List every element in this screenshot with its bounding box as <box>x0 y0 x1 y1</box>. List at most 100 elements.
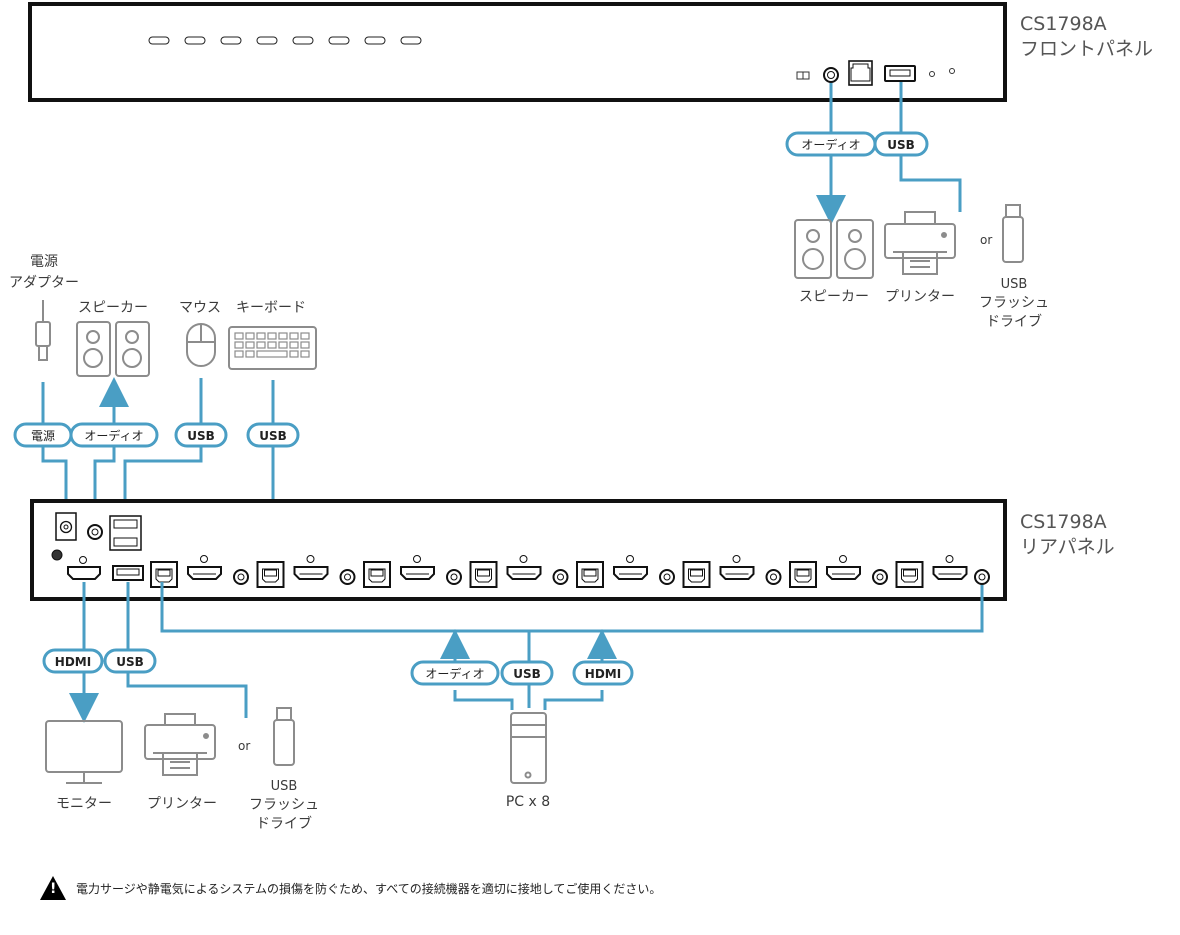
front-cable-labels: オーディオ USB <box>785 131 929 157</box>
hdmi-port <box>506 566 542 580</box>
hdmi-port <box>400 566 435 580</box>
power-jack <box>55 512 77 541</box>
mouse-icon <box>186 323 216 367</box>
monitor-icon <box>45 720 123 784</box>
port-selector-button[interactable] <box>400 36 422 45</box>
front-printer-icon <box>884 211 956 275</box>
mouse-usb-cable <box>123 378 203 512</box>
front-panel-chassis <box>28 2 1007 102</box>
pill-keyboard-usb-text: USB <box>259 429 287 443</box>
rear-cables <box>69 582 984 723</box>
front-flash-drive-icon <box>1002 204 1024 263</box>
rear-panel-chassis <box>30 499 1007 601</box>
usb-b-port <box>576 561 604 588</box>
usb-b-port <box>895 561 924 588</box>
audio-jack <box>659 569 675 585</box>
port-selector-button[interactable] <box>364 36 386 45</box>
usb-b-port <box>150 561 178 588</box>
front-printer-label: プリンター <box>885 289 955 305</box>
pc-port-group <box>789 555 888 588</box>
console-speaker-label: スピーカー <box>78 300 148 316</box>
front-flash-label-3: ドライブ <box>986 313 1042 330</box>
rear-or-label: or <box>238 739 250 753</box>
rear-flash-label-3: ドライブ <box>256 815 312 832</box>
console-usb-ports <box>109 515 142 551</box>
console-audio-jack <box>87 524 103 540</box>
front-speakers-icon <box>794 219 874 279</box>
pc-port-group <box>256 555 356 588</box>
rear-flash-drive-icon <box>273 707 295 766</box>
usb-b-port <box>363 561 391 588</box>
pc-port-group <box>150 555 249 588</box>
usb-b-port <box>256 561 285 588</box>
front-or-label: or <box>980 233 992 247</box>
audio-cable <box>93 450 116 505</box>
console-cable-labels: 電源 オーディオ USB USB <box>13 422 300 448</box>
rear-panel-label: リアパネル <box>1020 536 1115 558</box>
hdmi-port <box>187 566 222 580</box>
hdmi-screw <box>200 555 208 563</box>
rear-printer-label: プリンター <box>147 796 217 812</box>
rear-printer-icon <box>144 713 216 776</box>
rear-cable-labels: HDMI USB オーディオ USB HDMI <box>42 648 634 686</box>
rear-model-label: CS1798A <box>1020 511 1107 533</box>
hdmi-port <box>719 566 755 580</box>
port-selector-button[interactable] <box>148 36 170 45</box>
monitor-label: モニター <box>56 796 112 812</box>
audio-jack <box>233 569 249 585</box>
front-led <box>949 68 955 74</box>
pill-mouse-usb-text: USB <box>187 429 215 443</box>
keyboard-icon <box>228 326 317 370</box>
hdmi-port <box>293 566 329 580</box>
hdmi-screw <box>519 555 528 563</box>
pc-port-group <box>576 555 675 588</box>
pill-audio-text: オーディオ <box>84 428 143 443</box>
usb-b-port <box>789 561 817 588</box>
rear-flash-label-1: USB <box>271 779 298 794</box>
port-selector-button[interactable] <box>256 36 278 45</box>
front-speaker-label: スピーカー <box>799 289 869 305</box>
audio-jack <box>872 569 888 585</box>
port-selector-buttons <box>148 36 422 45</box>
hdmi-screw <box>626 555 634 563</box>
console-speakers-icon <box>76 321 150 377</box>
front-rj11-port <box>848 60 873 86</box>
front-flash-label-1: USB <box>1001 277 1028 292</box>
port-selector-button[interactable] <box>184 36 206 45</box>
pill-pc-usb-text: USB <box>513 667 541 681</box>
pill-pc-audio-text: オーディオ <box>425 666 484 681</box>
pc-label: PC x 8 <box>506 794 550 810</box>
usb-b-port <box>469 561 498 588</box>
ground-screw <box>51 549 63 561</box>
pc8-audio-jack <box>974 569 990 585</box>
pc-tower-icon <box>510 712 547 784</box>
power-cable <box>41 382 68 510</box>
port-selector-button[interactable] <box>220 36 242 45</box>
front-usb-cable <box>899 82 962 212</box>
audio-jack <box>446 569 462 585</box>
port-selector-button[interactable] <box>328 36 350 45</box>
pill-rear-hdmi-text: HDMI <box>55 655 91 669</box>
rear-flash-label-2: フラッシュ <box>249 797 319 813</box>
pc-port-group <box>469 555 569 588</box>
hdmi-port <box>932 566 968 580</box>
warning-icon: ! <box>40 876 66 900</box>
hdmi-screw <box>945 555 954 563</box>
mouse-label: マウス <box>179 300 221 316</box>
front-panel-label: フロントパネル <box>1020 38 1153 60</box>
pill-pc-hdmi-text: HDMI <box>585 667 621 681</box>
pill-power-text: 電源 <box>31 429 55 443</box>
hdmi-port <box>613 566 648 580</box>
usb-printer-cable <box>126 582 248 718</box>
pc-port-group <box>895 555 968 588</box>
pill-front-audio-text: オーディオ <box>801 137 860 152</box>
audio-jack <box>765 569 782 585</box>
power-adapter-label-1: 電源 <box>30 254 58 270</box>
audio-jack <box>339 569 356 585</box>
pc-port-groups <box>150 555 968 588</box>
usb-b-port <box>682 561 711 588</box>
port-selector-button[interactable] <box>292 36 314 45</box>
front-flash-label-2: フラッシュ <box>979 295 1049 311</box>
keyboard-label: キーボード <box>236 300 306 316</box>
